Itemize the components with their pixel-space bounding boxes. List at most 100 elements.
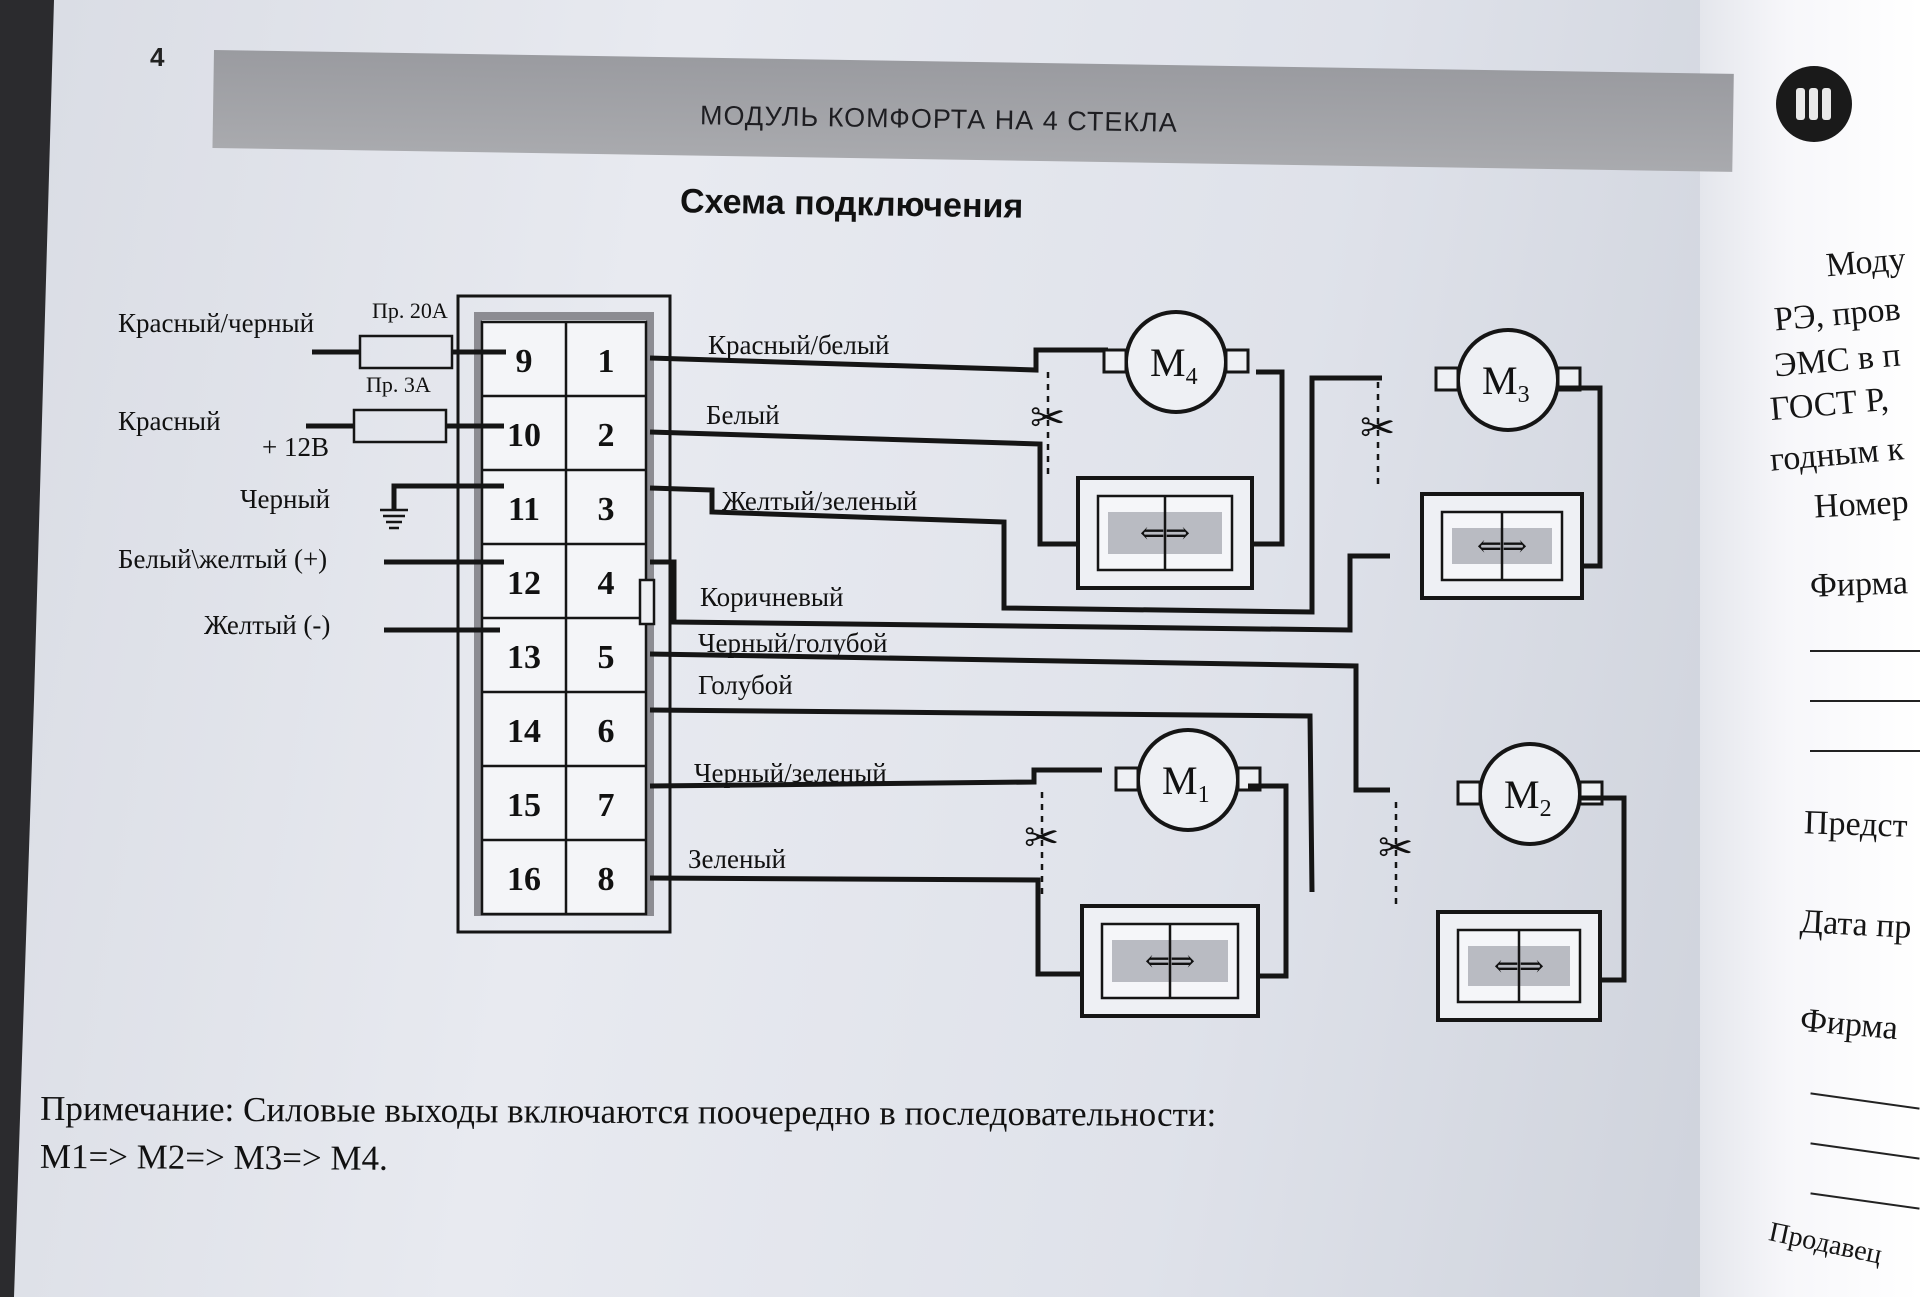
note: Примечание: Силовые выходы включаются по… xyxy=(40,1085,1217,1187)
fuse-label: Пр. 3А xyxy=(366,372,431,397)
facing-page xyxy=(1700,0,1920,1297)
pin-label-left: 10 xyxy=(507,417,541,454)
motor-return-wire xyxy=(1252,369,1285,547)
fuse-label: Пр. 20А xyxy=(372,298,448,323)
right-wire-1 xyxy=(649,347,1108,373)
facing-page-line: Фирма xyxy=(1809,564,1909,605)
form-blank-line xyxy=(1810,750,1920,752)
form-blank-line xyxy=(1810,700,1920,702)
right-wire-label: Черный/зеленый xyxy=(694,758,887,788)
logo-bars-icon xyxy=(1794,84,1834,124)
right-wire-group: Голубой xyxy=(649,670,1315,893)
pin-label-right: 6 xyxy=(598,713,615,750)
right-wire-label: Коричневый xyxy=(700,582,843,612)
right-wire-group: Зеленый xyxy=(649,844,1082,977)
pin-label-left: 14 xyxy=(507,713,541,750)
manual-page xyxy=(14,0,1714,1297)
left-wire-label: Желтый (-) xyxy=(204,610,330,640)
fuse-3a xyxy=(352,408,448,444)
form-blank-line xyxy=(1810,650,1920,652)
left-wire-label: Красный/черный xyxy=(118,308,314,338)
motor-terminal xyxy=(1102,348,1128,374)
pin-4-jumper xyxy=(638,578,656,626)
pin-label-left: 13 xyxy=(507,639,541,676)
motor-subscript: 2 xyxy=(1540,796,1552,822)
facing-page-line: Номер xyxy=(1813,483,1910,526)
right-wire-group: Белый xyxy=(649,400,1082,547)
motor-units: M4⇐⇒✂M3⇐⇒✂M1⇐⇒✂M2⇐⇒✂ xyxy=(1024,310,1627,1022)
scissors-icon: ✂ xyxy=(1024,816,1059,862)
right-wire-label: Красный/белый xyxy=(708,330,889,360)
right-wire-group: Черный/зеленый xyxy=(649,758,1102,789)
pin-label-left: 9 xyxy=(516,343,533,380)
arrows-icon: ⇐⇒ xyxy=(1140,517,1190,550)
pin-label-right: 2 xyxy=(598,417,615,454)
right-wire-label: Черный/голубой xyxy=(698,628,887,658)
motor-label: M4 xyxy=(1150,340,1198,390)
facing-page-line: Предст xyxy=(1803,804,1909,845)
pin-label-right: 8 xyxy=(598,861,615,898)
motor-terminal xyxy=(1224,348,1250,374)
pin-label-right: 1 xyxy=(598,343,615,380)
motor-subscript: 3 xyxy=(1518,382,1530,408)
pin-label-left: 11 xyxy=(508,491,540,528)
right-wire-3 xyxy=(649,375,1382,615)
pin-label-right: 3 xyxy=(598,491,615,528)
right-wire-label: Белый xyxy=(706,400,780,430)
connector-frame xyxy=(456,294,672,934)
motor-return-wire xyxy=(1558,385,1603,569)
motor-terminal xyxy=(1114,766,1140,792)
right-wire-8 xyxy=(649,875,1082,977)
right-wire-group: Черный/голубой xyxy=(649,628,1390,793)
right-wire-2 xyxy=(649,429,1082,547)
arrows-icon: ⇐⇒ xyxy=(1477,530,1527,563)
note-line-2: М1=> М2=> М3=> М4. xyxy=(39,1136,388,1178)
left-wire-label: Черный xyxy=(240,484,330,514)
motor-unit: M3⇐⇒✂ xyxy=(1360,328,1603,600)
scissors-icon: ✂ xyxy=(1360,406,1395,452)
facing-page-line: Моду xyxy=(1824,240,1908,285)
right-wire-label: Желтый/зеленый xyxy=(722,486,917,516)
pin-label-right: 7 xyxy=(598,787,615,824)
pin-label-right: 4 xyxy=(598,565,615,602)
left-wire-11 xyxy=(391,483,504,510)
right-wiring: Красный/белыйБелыйЖелтый/зеленыйКоричнев… xyxy=(638,330,1390,977)
arrows-icon: ⇐⇒ xyxy=(1145,945,1195,978)
left-wiring: Красный/черный Пр. 20А Красный + 12В Пр. 3А Ч… xyxy=(118,298,506,640)
facing-page-line: Дата пр xyxy=(1799,903,1913,946)
motor-unit: M2⇐⇒✂ xyxy=(1378,742,1627,1022)
left-wire-label: Красный xyxy=(118,406,221,436)
left-wire-sublabel: + 12В xyxy=(262,432,329,462)
motor-subscript: 4 xyxy=(1186,364,1198,390)
pin-label-left: 12 xyxy=(507,565,541,602)
scissors-icon: ✂ xyxy=(1030,396,1065,442)
motor-terminal xyxy=(1456,780,1482,806)
motor-terminal xyxy=(1434,366,1460,392)
motor-unit: M4 ⇐⇒ ✂ xyxy=(1030,310,1285,590)
right-wire-4 xyxy=(650,553,1390,633)
fuse-20a xyxy=(358,334,454,370)
motor-terminal xyxy=(1578,780,1604,806)
motor-unit: M1⇐⇒✂ xyxy=(1024,728,1289,1018)
pin-label-right: 5 xyxy=(598,639,615,676)
right-wire-label: Голубой xyxy=(698,670,793,700)
right-wire-5 xyxy=(649,651,1390,793)
pin-label-left: 15 xyxy=(507,787,541,824)
motor-return-wire xyxy=(1248,783,1289,979)
right-wire-label: Зеленый xyxy=(688,844,786,874)
scissors-icon: ✂ xyxy=(1378,826,1413,872)
note-line-1: Примечание: Силовые выходы включаются по… xyxy=(40,1088,1217,1135)
right-wire-group: Коричневый xyxy=(650,553,1390,633)
brand-logo xyxy=(1776,66,1852,142)
motor-subscript: 1 xyxy=(1198,782,1210,808)
page-number: 4 xyxy=(150,42,165,72)
right-wire-7 xyxy=(649,767,1102,789)
pin-label-left: 16 xyxy=(507,861,541,898)
arrows-icon: ⇐⇒ xyxy=(1494,950,1544,983)
right-wire-6 xyxy=(649,707,1315,893)
right-wire-group: Красный/белый xyxy=(649,330,1108,373)
right-wire-group: Желтый/зеленый xyxy=(649,375,1382,615)
left-wire-label: Белый\желтый (+) xyxy=(118,544,327,574)
motor-return-wire xyxy=(1580,795,1627,983)
